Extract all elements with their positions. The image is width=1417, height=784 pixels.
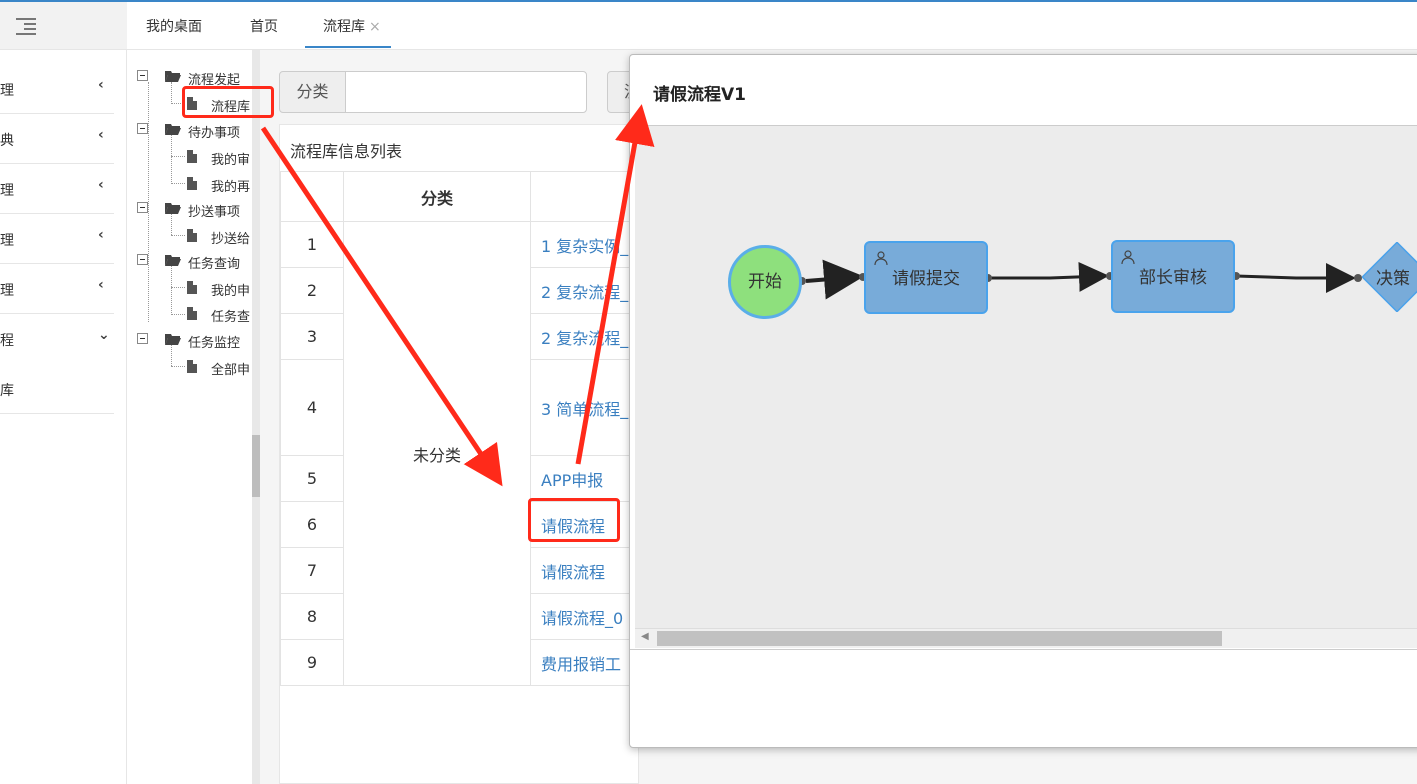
tab-my-desktop[interactable]: 我的桌面	[146, 19, 202, 35]
user-icon	[874, 251, 888, 265]
table-row: 7 请假流程	[280, 547, 631, 594]
canvas-horizontal-scrollbar[interactable]: ◀	[635, 628, 1417, 648]
table-row: 1 未分类 1 复杂实例_	[280, 221, 631, 686]
process-link[interactable]: 请假流程_0	[530, 593, 631, 640]
file-icon	[187, 97, 197, 110]
collapse-icon[interactable]	[137, 254, 148, 265]
decision-node[interactable]: 决策	[1362, 242, 1417, 312]
process-link[interactable]: 3 简单流程_	[530, 359, 631, 456]
table-row: 9 费用报销工	[280, 639, 631, 686]
start-node[interactable]: 开始	[728, 245, 802, 319]
collapse-icon[interactable]	[137, 70, 148, 81]
sidebar-subitem-library[interactable]: 库	[0, 364, 114, 414]
file-icon	[187, 150, 197, 163]
tab-home[interactable]: 首页	[250, 19, 278, 35]
scrollbar-thumb[interactable]	[252, 435, 260, 497]
category-filter-input[interactable]	[345, 71, 587, 113]
task-node-review[interactable]: 部长审核	[1111, 240, 1235, 313]
modal-footer-divider	[630, 649, 1417, 650]
category-cell: 未分类	[343, 221, 531, 686]
highlight-tree-process-library	[182, 86, 274, 118]
sidebar-item-2[interactable]: 典 ‹	[0, 114, 114, 164]
sidebar-item-6[interactable]: 程 ⌄	[0, 327, 110, 349]
modal-divider	[630, 125, 1417, 126]
close-icon[interactable]: ×	[369, 19, 381, 35]
process-link[interactable]: 2 复杂流程_	[530, 267, 631, 314]
highlight-leave-request-link	[528, 498, 620, 542]
file-icon	[187, 281, 197, 294]
sidebar-item-1[interactable]: 理 ‹	[0, 64, 114, 114]
sidebar-item-3[interactable]: 理 ‹	[0, 164, 114, 214]
collapse-icon[interactable]	[137, 123, 148, 134]
folder-open-icon	[165, 334, 181, 345]
folder-open-icon	[165, 124, 181, 135]
scroll-left-icon[interactable]: ◀	[641, 631, 649, 642]
left-sidebar: 理 ‹ 典 ‹ 理 ‹ 理 ‹ 理 ‹ 程 ⌄ 库	[0, 2, 127, 784]
active-tab-indicator	[305, 46, 391, 48]
category-filter-label: 分类	[279, 71, 346, 113]
chevron-down-icon: ⌄	[98, 327, 110, 343]
user-icon	[1121, 250, 1135, 264]
file-icon	[187, 177, 197, 190]
file-icon	[187, 307, 197, 320]
process-link[interactable]: 1 复杂实例_	[530, 221, 631, 268]
process-link[interactable]: 请假流程	[530, 547, 631, 594]
task-node-submit[interactable]: 请假提交	[864, 241, 988, 314]
table-header-row: 分类	[280, 171, 631, 222]
process-link[interactable]: 费用报销工	[530, 639, 631, 686]
folder-open-icon	[165, 71, 181, 82]
folder-open-icon	[165, 255, 181, 266]
chevron-left-icon: ‹	[98, 227, 104, 243]
collapse-icon[interactable]	[137, 333, 148, 344]
top-accent-line	[0, 0, 1417, 2]
list-title: 流程库信息列表	[290, 142, 403, 161]
sidebar-item-5[interactable]: 理 ‹	[0, 264, 114, 314]
folder-open-icon	[165, 203, 181, 214]
scrollbar-thumb[interactable]	[657, 631, 1222, 646]
process-table: 分类 1 未分类 1 复杂实例_ 2 2 复杂流程_ 3 2 复杂流程_ 4 3…	[280, 171, 631, 686]
header-index	[280, 171, 344, 222]
chevron-left-icon: ‹	[98, 77, 104, 93]
chevron-left-icon: ‹	[98, 277, 104, 293]
sidebar-toggle-button[interactable]	[0, 2, 127, 50]
header-name	[530, 171, 631, 222]
collapse-icon[interactable]	[137, 202, 148, 213]
tab-bar: 我的桌面 首页 流程库×	[127, 2, 1417, 50]
modal-title: 请假流程V1	[653, 85, 746, 105]
chevron-left-icon: ‹	[98, 177, 104, 193]
tree-scrollbar[interactable]	[252, 50, 260, 784]
table-row: 8 请假流程_0	[280, 593, 631, 640]
sidebar-item-4[interactable]: 理 ‹	[0, 214, 114, 264]
file-icon	[187, 229, 197, 242]
process-diagram-canvas[interactable]	[635, 126, 1417, 628]
chevron-left-icon: ‹	[98, 127, 104, 143]
file-icon	[187, 360, 197, 373]
tab-process-library[interactable]: 流程库×	[323, 19, 381, 35]
process-link[interactable]: 2 复杂流程_	[530, 313, 631, 360]
menu-collapse-icon	[16, 16, 36, 36]
header-category: 分类	[343, 171, 531, 222]
process-link[interactable]: APP申报	[530, 455, 631, 502]
process-tree: 流程发起 流程库 待办事项 我的审 我的再 抄送事项 抄送给 任务查询 我的申	[127, 50, 252, 784]
